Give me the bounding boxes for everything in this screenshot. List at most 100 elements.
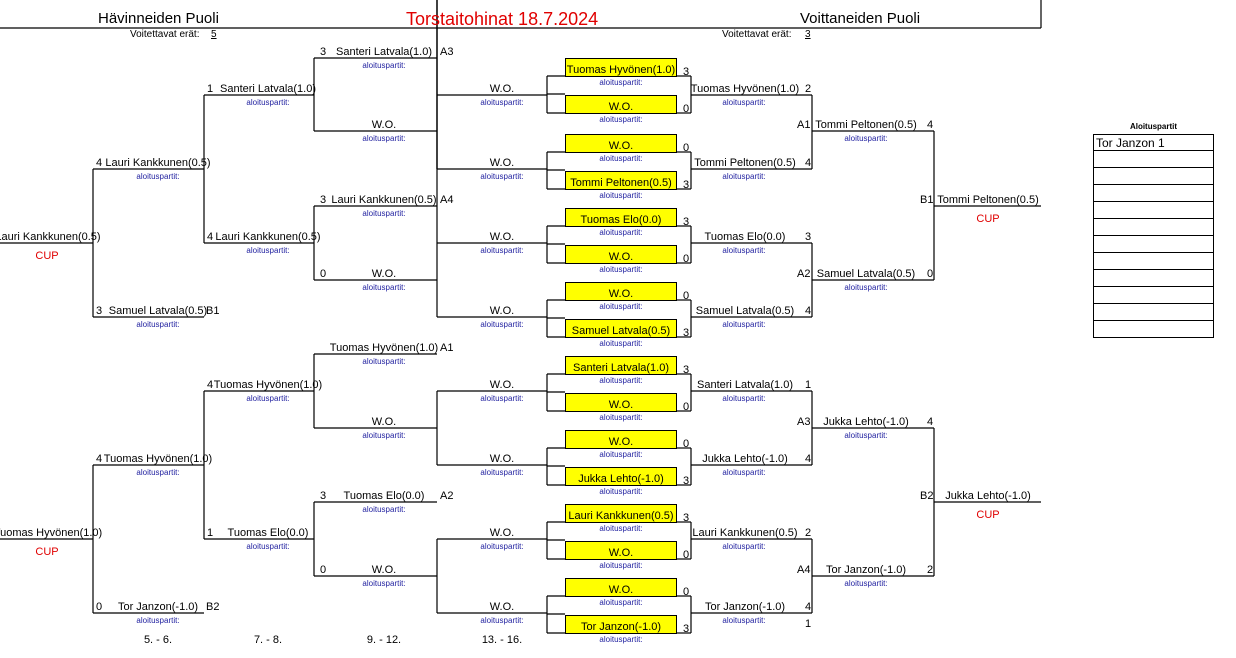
center-match-0-top-name: Tuomas Hyvönen(1.0) — [566, 64, 676, 76]
winners-r2-7-sub: aloituspartit: — [722, 616, 766, 625]
center-match-5-top-sub: aloituspartit: — [599, 450, 643, 459]
winners-r2-0-name: Tuomas Hyvönen(1.0) — [690, 83, 800, 95]
panel-title: Aloituspartit — [1129, 122, 1178, 131]
center-match-4-top-sub: aloituspartit: — [599, 376, 643, 385]
center-match-2-bottom-box: W.O. — [565, 245, 677, 264]
losers-final-1-name: Tuomas Hyvönen(1.0) — [0, 527, 103, 539]
losers-r3-2-name: Lauri Kankkunen(0.5) — [331, 194, 437, 206]
losers-r3-5-sub: aloituspartit: — [362, 431, 406, 440]
center-match-4-bottom-score: 0 — [683, 401, 690, 413]
winners-final-0-tag: B1 — [920, 194, 934, 206]
center-match-7-bottom-score: 3 — [683, 623, 690, 635]
losers-r4-0-name: W.O. — [489, 83, 515, 95]
panel-row-9[interactable] — [1093, 287, 1214, 304]
losers-r3-0-tag: A3 — [440, 46, 454, 58]
center-match-2-bottom-sub: aloituspartit: — [599, 265, 643, 274]
losers-r3-5-name: W.O. — [371, 416, 397, 428]
losers-r3-0-name: Santeri Latvala(1.0) — [336, 46, 432, 58]
center-match-6-bottom-sub: aloituspartit: — [599, 561, 643, 570]
panel-row-4[interactable] — [1093, 202, 1214, 219]
winners-final-1-cup: CUP — [976, 509, 1000, 521]
winners-r2-7-score: 4 — [805, 601, 812, 613]
losers-r3-4-name: Tuomas Hyvönen(1.0) — [329, 342, 439, 354]
losers-r2-1-sub: aloituspartit: — [246, 246, 290, 255]
winners-r2-2-score: 3 — [805, 231, 812, 243]
winners-r2-2-sub: aloituspartit: — [722, 246, 766, 255]
losers-r2-3-score: 1 — [207, 527, 214, 539]
panel-row-10[interactable] — [1093, 304, 1214, 321]
center-match-7-bottom-sub: aloituspartit: — [599, 635, 643, 644]
placement-0: 5. - 6. — [143, 634, 173, 646]
losers-r4-1-name: W.O. — [489, 157, 515, 169]
losers-r3-2-sub: aloituspartit: — [362, 209, 406, 218]
losers-r4-2-sub: aloituspartit: — [480, 246, 524, 255]
center-match-7-bottom-box: Tor Janzon(-1.0) — [565, 615, 677, 634]
center-match-3-bottom-score: 3 — [683, 327, 690, 339]
winners-r3-2-name: Jukka Lehto(-1.0) — [823, 416, 909, 428]
losers-r3-3-score: 0 — [320, 268, 327, 280]
panel-row-7[interactable] — [1093, 253, 1214, 270]
center-match-7-bottom-name: Tor Janzon(-1.0) — [580, 621, 662, 633]
center-match-6-bottom-name: W.O. — [608, 547, 634, 559]
center-match-0-top-box: Tuomas Hyvönen(1.0) — [565, 58, 677, 77]
winners-r3-0-name: Tommi Peltonen(0.5) — [815, 119, 917, 131]
center-match-6-bottom-box: W.O. — [565, 541, 677, 560]
center-match-1-bottom-box: Tommi Peltonen(0.5) — [565, 171, 677, 190]
center-match-2-bottom-name: W.O. — [608, 251, 634, 263]
winners-r3-3-name: Tor Janzon(-1.0) — [825, 564, 907, 576]
losers-r3-1-sub: aloituspartit: — [362, 134, 406, 143]
losers-r3-3-sub: aloituspartit: — [362, 283, 406, 292]
losers-r3-4-sub: aloituspartit: — [362, 357, 406, 366]
losers-sets-label: Voitettavat erät: — [130, 29, 200, 40]
center-match-4-bottom-sub: aloituspartit: — [599, 413, 643, 422]
center-match-0-bottom-sub: aloituspartit: — [599, 115, 643, 124]
winners-r2-6-name: Lauri Kankkunen(0.5) — [692, 527, 798, 539]
winners-r3-1-name: Samuel Latvala(0.5) — [816, 268, 916, 280]
losers-r2-2-sub: aloituspartit: — [246, 394, 290, 403]
losers-r3-1-name: W.O. — [371, 119, 397, 131]
winners-r2-1-name: Tommi Peltonen(0.5) — [694, 157, 796, 169]
losers-r3-4-tag: A1 — [440, 342, 454, 354]
center-match-1-top-score: 0 — [683, 142, 690, 154]
center-match-1-top-name: W.O. — [608, 140, 634, 152]
center-match-1-bottom-score: 3 — [683, 179, 690, 191]
center-match-5-top-score: 0 — [683, 438, 690, 450]
winners-side-title: Voittaneiden Puoli — [800, 10, 921, 27]
losers-r4-5-sub: aloituspartit: — [480, 468, 524, 477]
panel-row-8[interactable] — [1093, 270, 1214, 287]
winners-r2-6-sub: aloituspartit: — [722, 542, 766, 551]
winners-r2-4-sub: aloituspartit: — [722, 394, 766, 403]
losers-r3-7-name: W.O. — [371, 564, 397, 576]
losers-r3-6-tag: A2 — [440, 490, 454, 502]
losers-r1-1-score: 3 — [96, 305, 103, 317]
center-match-3-bottom-box: Samuel Latvala(0.5) — [565, 319, 677, 338]
panel-row-11[interactable] — [1093, 321, 1214, 338]
winners-r2-6-score: 2 — [805, 527, 812, 539]
center-match-7-top-score: 0 — [683, 586, 690, 598]
center-match-7-top-name: W.O. — [608, 584, 634, 596]
center-match-1-top-sub: aloituspartit: — [599, 154, 643, 163]
panel-row-1[interactable] — [1093, 151, 1214, 168]
winners-r2-5-name: Jukka Lehto(-1.0) — [702, 453, 788, 465]
panel-row-3[interactable] — [1093, 185, 1214, 202]
center-match-0-top-score: 3 — [683, 66, 690, 78]
winners-sets-label: Voitettavat erät: — [722, 29, 792, 40]
center-match-6-top-box: Lauri Kankkunen(0.5) — [565, 504, 677, 523]
losers-r3-6-score: 3 — [320, 490, 327, 502]
panel-row-2[interactable] — [1093, 168, 1214, 185]
losers-r3-6-name: Tuomas Elo(0.0) — [343, 490, 425, 502]
panel-row-0[interactable]: Tor Janzon 1 — [1093, 134, 1214, 151]
losers-r1-2-name: Tuomas Hyvönen(1.0) — [103, 453, 213, 465]
losers-r3-7-sub: aloituspartit: — [362, 579, 406, 588]
center-match-1-bottom-name: Tommi Peltonen(0.5) — [570, 177, 672, 189]
panel-row-6[interactable] — [1093, 236, 1214, 253]
winners-r3-0-tag: A1 — [797, 119, 811, 131]
placement-3: 13. - 16. — [481, 634, 523, 646]
center-match-5-bottom-sub: aloituspartit: — [599, 487, 643, 496]
center-match-4-bottom-name: W.O. — [608, 399, 634, 411]
panel-row-5[interactable] — [1093, 219, 1214, 236]
center-match-6-top-score: 3 — [683, 512, 690, 524]
center-match-1-bottom-sub: aloituspartit: — [599, 191, 643, 200]
center-match-6-top-sub: aloituspartit: — [599, 524, 643, 533]
